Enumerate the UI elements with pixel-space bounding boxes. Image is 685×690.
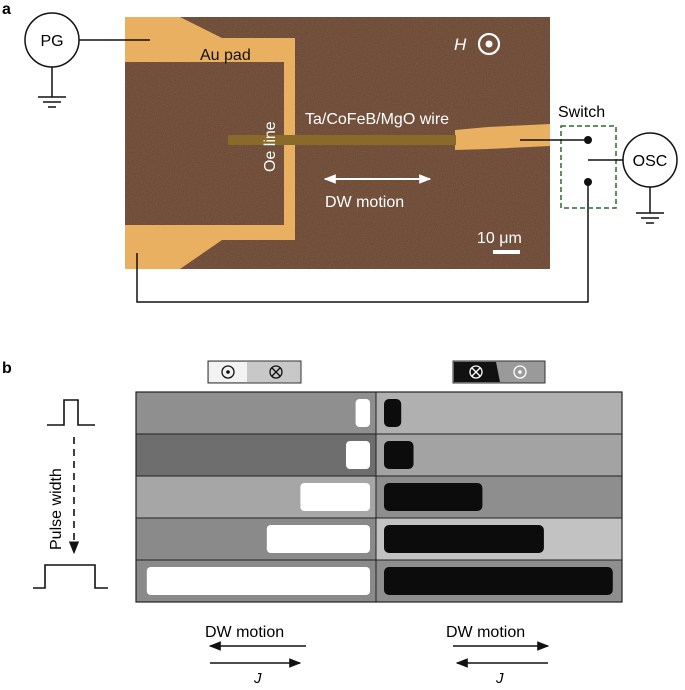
dw-motion-label-left: DW motion <box>205 624 284 641</box>
left-domain <box>266 525 370 553</box>
into-plane-icon <box>469 365 483 379</box>
current-label-right: J <box>495 670 504 687</box>
pulse-width-label: Pulse width <box>48 468 65 550</box>
long-pulse-icon <box>33 564 108 589</box>
left-domain <box>300 483 370 511</box>
right-strip-background <box>376 392 622 434</box>
switch-box <box>560 125 617 209</box>
legend-right <box>452 360 546 384</box>
field-label: H <box>454 35 467 54</box>
panel-b-label: b <box>2 360 12 377</box>
switch-label: Switch <box>558 104 605 121</box>
dw-motion-label-right: DW motion <box>446 624 525 641</box>
wire-label: Ta/CoFeB/MgO wire <box>305 111 449 128</box>
bottom-wire <box>136 182 589 303</box>
au-pad-top <box>125 17 295 70</box>
pg-label: PG <box>40 33 63 50</box>
out-of-plane-icon <box>513 365 527 379</box>
into-plane-icon <box>269 365 283 379</box>
scale-bar-label: 10 μm <box>477 230 522 247</box>
legend-left <box>207 360 302 384</box>
out-of-plane-icon <box>221 365 235 379</box>
left-strip-background <box>136 434 376 476</box>
au-pad-label: Au pad <box>200 47 251 64</box>
strips-border <box>135 391 623 603</box>
dw-motion-label: DW motion <box>325 194 404 211</box>
osc-label: OSC <box>633 153 668 170</box>
right-domain <box>384 441 414 469</box>
au-pad-bottom <box>125 218 295 269</box>
magnetic-wire <box>228 135 456 145</box>
switch-contact-bottom <box>584 178 592 186</box>
out-of-plane-icon <box>477 32 501 56</box>
right-domain <box>384 567 613 595</box>
switch-contact-top <box>584 136 592 144</box>
kerr-image-strips <box>135 391 623 603</box>
left-domain <box>346 441 370 469</box>
left-domain <box>355 399 370 427</box>
oe-line-label: Oe line <box>262 121 279 172</box>
right-domain <box>384 399 402 427</box>
scale-bar <box>493 250 520 254</box>
ground-icon-right <box>636 187 664 224</box>
ground-icon-left <box>38 67 66 108</box>
current-label-left: J <box>253 670 262 687</box>
panel-a-label: a <box>2 1 11 18</box>
left-domain <box>146 567 370 595</box>
short-pulse-icon <box>47 399 95 426</box>
right-domain <box>384 525 544 553</box>
au-pad-right <box>455 124 550 150</box>
right-domain <box>384 483 483 511</box>
right-strip-background <box>376 434 622 476</box>
left-strip-background <box>136 392 376 434</box>
